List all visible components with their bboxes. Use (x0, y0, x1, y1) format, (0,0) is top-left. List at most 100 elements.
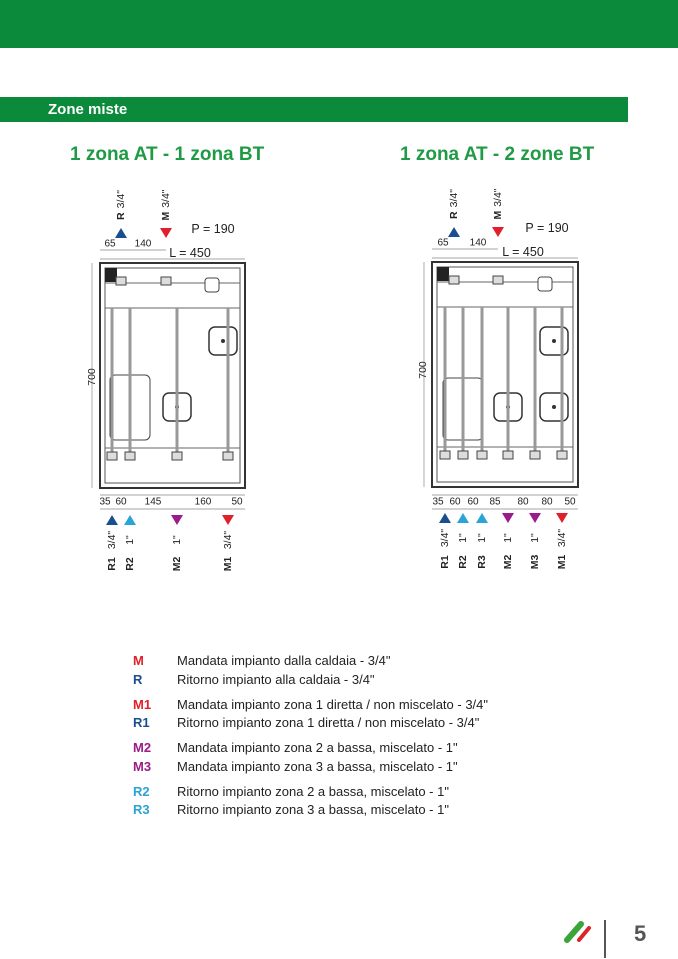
pipe-fitting (106, 451, 118, 461)
outlet-code: M2 (502, 554, 514, 570)
pipe-fitting (448, 275, 460, 285)
top-dimension: 140 (469, 237, 487, 249)
pipe-fitting (502, 450, 514, 460)
legend-text: Ritorno impianto zona 1 diretta / non mi… (177, 715, 480, 730)
inlet-size: 3/4" (448, 189, 460, 208)
legend-code: R1 (133, 715, 150, 730)
unit-diagram-2 (423, 248, 579, 510)
outlet-code: R2 (457, 555, 469, 569)
cabinet-inner-frame (436, 266, 574, 483)
bottom-dimension: 80 (517, 496, 529, 508)
inlet-code: M (492, 210, 504, 220)
outlet-triangle-icon-M1 (556, 513, 568, 523)
width-label: L = 450 (502, 245, 544, 259)
outlet-triangle-icon-R3 (476, 513, 488, 523)
electrical-hazard-icon (437, 267, 449, 281)
bottom-dimension: 35 (99, 496, 111, 508)
legend-text: Mandata impianto zona 1 diretta / non mi… (177, 696, 489, 712)
outlet-size: 1" (457, 533, 469, 543)
inlet-code: R (448, 211, 460, 219)
outlet-triangle-icon-R2 (124, 515, 136, 525)
bottom-dimension: 145 (144, 496, 162, 508)
outlet-size: 1" (476, 533, 488, 543)
legend-code: M (133, 653, 144, 668)
depth-label: P = 190 (191, 222, 235, 236)
air-vent (204, 277, 220, 293)
air-vent (537, 276, 553, 292)
legend-text: Mandata impianto zona 2 a bassa, miscela… (177, 740, 458, 755)
diagram-title-1: 1 zona AT - 1 zona BT (70, 144, 265, 165)
outlet-code: R3 (476, 555, 488, 569)
italian-flag-logo-icon (564, 921, 591, 943)
outlet-code: M3 (529, 554, 541, 570)
outlet-code: M1 (556, 554, 568, 570)
pipe-fitting (160, 276, 172, 286)
bottom-dimension: 50 (564, 496, 576, 508)
top-dimension: 65 (437, 237, 449, 249)
legend-text: Mandata impianto zona 3 a bassa, miscela… (177, 758, 458, 774)
outlet-size: 3/4" (556, 528, 568, 548)
height-label: 700 (417, 361, 429, 379)
bottom-dimension: 60 (115, 496, 127, 508)
legend-code: M2 (133, 740, 152, 755)
bottom-dimension: 60 (449, 496, 461, 508)
pump-center (552, 405, 556, 409)
pipe-fitting (222, 451, 234, 461)
legend-text: Ritorno impianto zona 3 a bassa, miscela… (177, 802, 449, 817)
inlet-triangle-icon-R (448, 227, 460, 237)
pipe-fitting (529, 450, 541, 460)
bottom-dimension: 35 (432, 496, 444, 508)
outlet-triangle-icon-M2 (171, 515, 183, 525)
diagram-title-2: 1 zona AT - 2 zone BT (400, 144, 595, 165)
pipe-fitting (556, 450, 568, 460)
legend-code: R (133, 671, 143, 687)
pipe-fitting (115, 276, 127, 286)
unit-diagram-1 (91, 249, 246, 510)
inlet-triangle-icon-R (115, 228, 127, 238)
outlet-triangle-icon-R1 (439, 513, 451, 523)
legend-text: Ritorno impianto alla caldaia - 3/4" (177, 671, 375, 687)
outlet-triangle-icon-M1 (222, 515, 234, 525)
legend-text: Mandata impianto dalla caldaia - 3/4" (177, 653, 391, 668)
pipe-fitting (492, 275, 504, 285)
inlet-triangle-icon-M (492, 227, 504, 237)
inlet-size: 3/4" (492, 188, 504, 207)
bottom-dimension: 60 (467, 496, 479, 508)
page-number: 5 (634, 921, 647, 946)
width-label: L = 450 (169, 246, 211, 260)
outlet-triangle-icon-R2 (457, 513, 469, 523)
outlet-size: 1" (502, 533, 514, 543)
inlet-triangle-icon-M (160, 228, 172, 238)
top-dimension: 65 (104, 238, 116, 250)
legend-code: M3 (133, 758, 152, 774)
bottom-dimension: 85 (489, 496, 501, 508)
pump-center (221, 339, 225, 343)
inlet-label: R 3/4" (448, 189, 460, 219)
legend-code: M1 (133, 696, 152, 712)
section-title: Zone miste (0, 97, 628, 122)
pump-center (552, 339, 556, 343)
outlet-code: R1 (439, 555, 451, 569)
top-banner (0, 0, 678, 48)
pipe-fitting (476, 450, 488, 460)
outlet-triangle-icon-M2 (502, 513, 514, 523)
outlet-triangle-icon-R1 (106, 515, 118, 525)
bottom-dimension: 50 (231, 496, 243, 508)
bottom-dimension: 160 (194, 496, 212, 508)
outlet-size: 3/4" (439, 528, 451, 548)
outlet-size: 1" (529, 533, 541, 543)
outlet-triangle-icon-M3 (529, 513, 541, 523)
pipe-fitting (439, 450, 451, 460)
depth-label: P = 190 (525, 221, 569, 235)
legend-code: R2 (133, 783, 150, 799)
cabinet-inner-frame (104, 267, 241, 484)
pipe-fitting (124, 451, 136, 461)
inlet-label: M 3/4" (492, 188, 504, 219)
pipe-fitting (457, 450, 469, 460)
top-dimension: 140 (134, 238, 152, 250)
pipe-fitting (171, 451, 183, 461)
cabinet-outline (431, 261, 579, 488)
bottom-dimension: 80 (541, 496, 553, 508)
legend-code: R3 (133, 802, 150, 817)
legend-text: Ritorno impianto zona 2 a bassa, miscela… (177, 783, 449, 799)
